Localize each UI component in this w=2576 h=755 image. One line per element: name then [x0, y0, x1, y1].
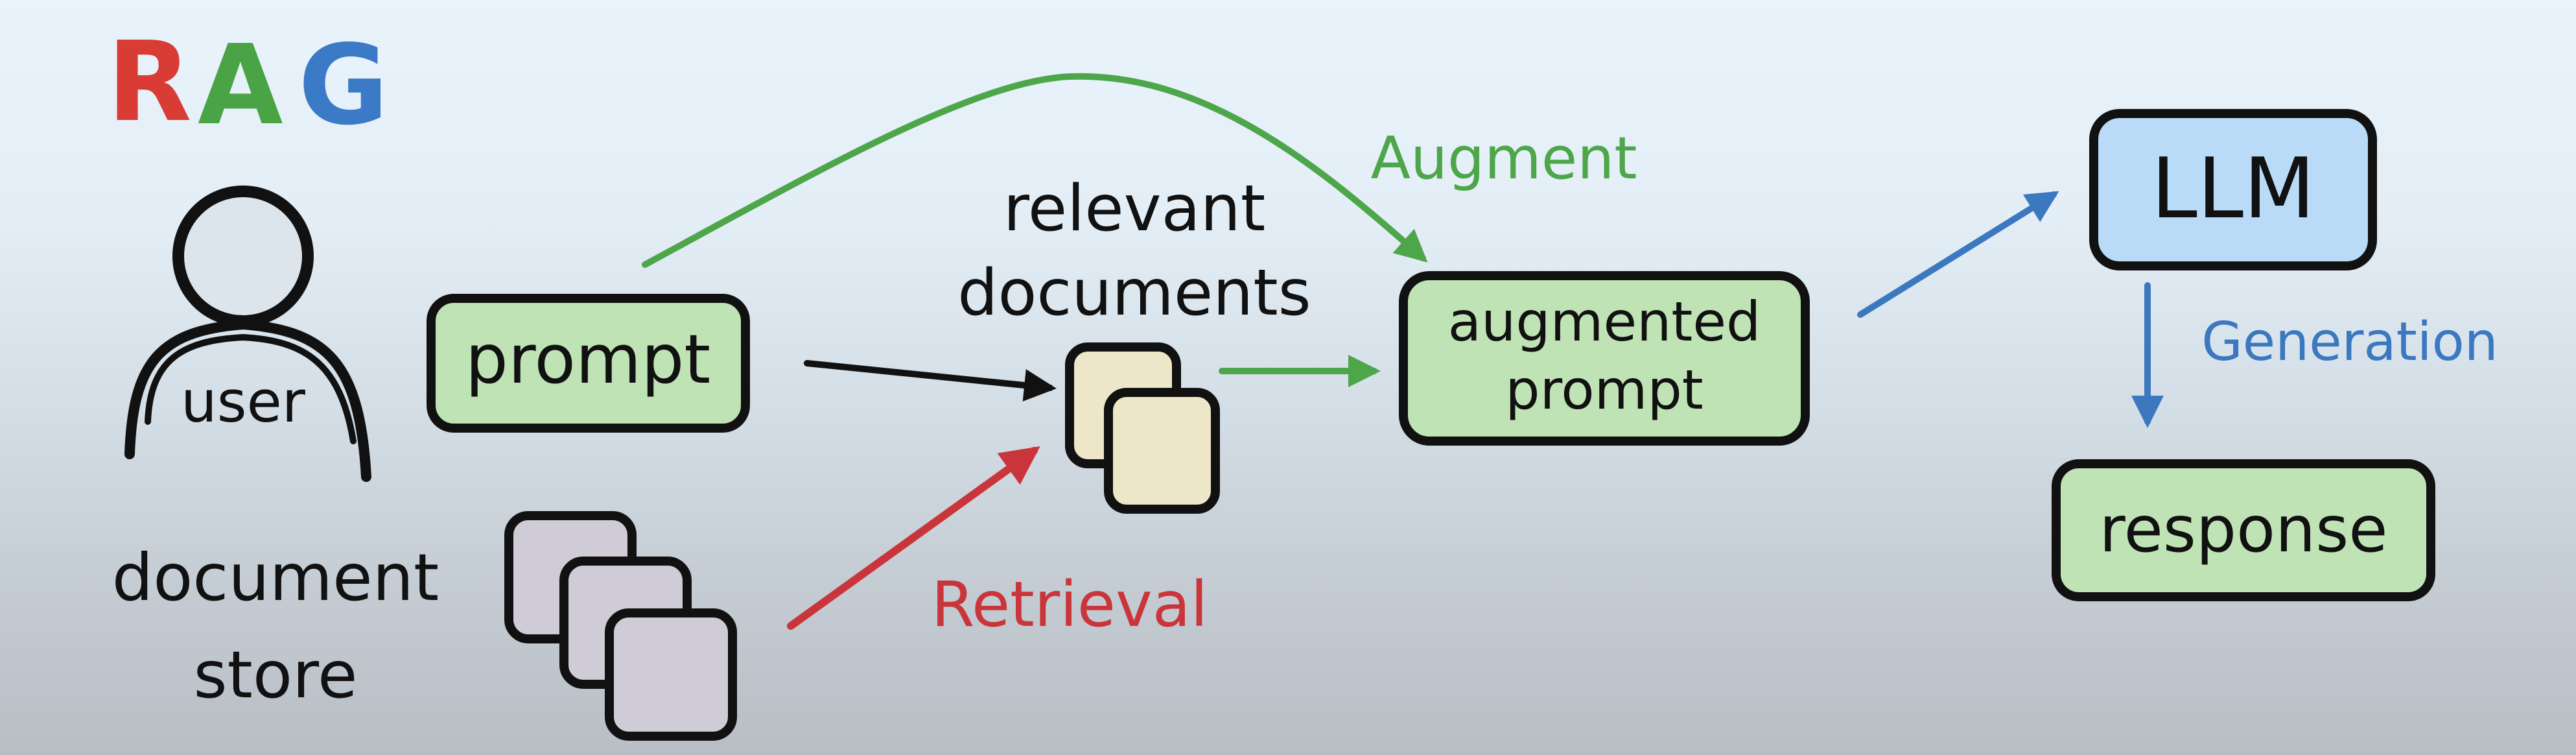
title-letter-r: R — [107, 18, 192, 147]
user-icon — [124, 186, 371, 482]
response-box: response — [2052, 459, 2435, 601]
title-letter-g: G — [298, 21, 389, 150]
augmented-prompt-box: augmented prompt — [1399, 271, 1810, 446]
prompt-label: prompt — [465, 320, 710, 399]
arrow-augmented-to-llm — [1857, 191, 2059, 318]
augmented-prompt-label-line1: augmented — [1448, 290, 1761, 354]
arrows — [642, 73, 2164, 630]
llm-box: LLM — [2089, 109, 2377, 270]
title-letter-a: A — [198, 21, 283, 150]
prompt-box: prompt — [427, 294, 750, 433]
document-store-label-line1: document — [112, 540, 439, 616]
llm-label: LLM — [2151, 141, 2315, 237]
arrow-augment — [642, 73, 1428, 268]
relevant-documents-label-line2: documents — [957, 256, 1311, 330]
augmented-prompt-label-line2: prompt — [1505, 358, 1703, 422]
response-label: response — [2099, 493, 2387, 567]
retrieval-label: Retrieval — [931, 568, 1208, 641]
document-store-icon — [504, 511, 737, 741]
rag-title: R A G — [107, 18, 389, 150]
document-store-label-line2: store — [194, 637, 358, 713]
arrow-retrieval — [787, 446, 1040, 630]
arrow-prompt-to-documents — [804, 360, 1057, 401]
generation-label: Generation — [2201, 311, 2498, 373]
relevant-documents-label-line1: relevant — [1003, 172, 1266, 246]
augment-label: Augment — [1370, 125, 1637, 193]
relevant-documents-icon — [1065, 342, 1220, 514]
user-label: user — [181, 368, 306, 435]
